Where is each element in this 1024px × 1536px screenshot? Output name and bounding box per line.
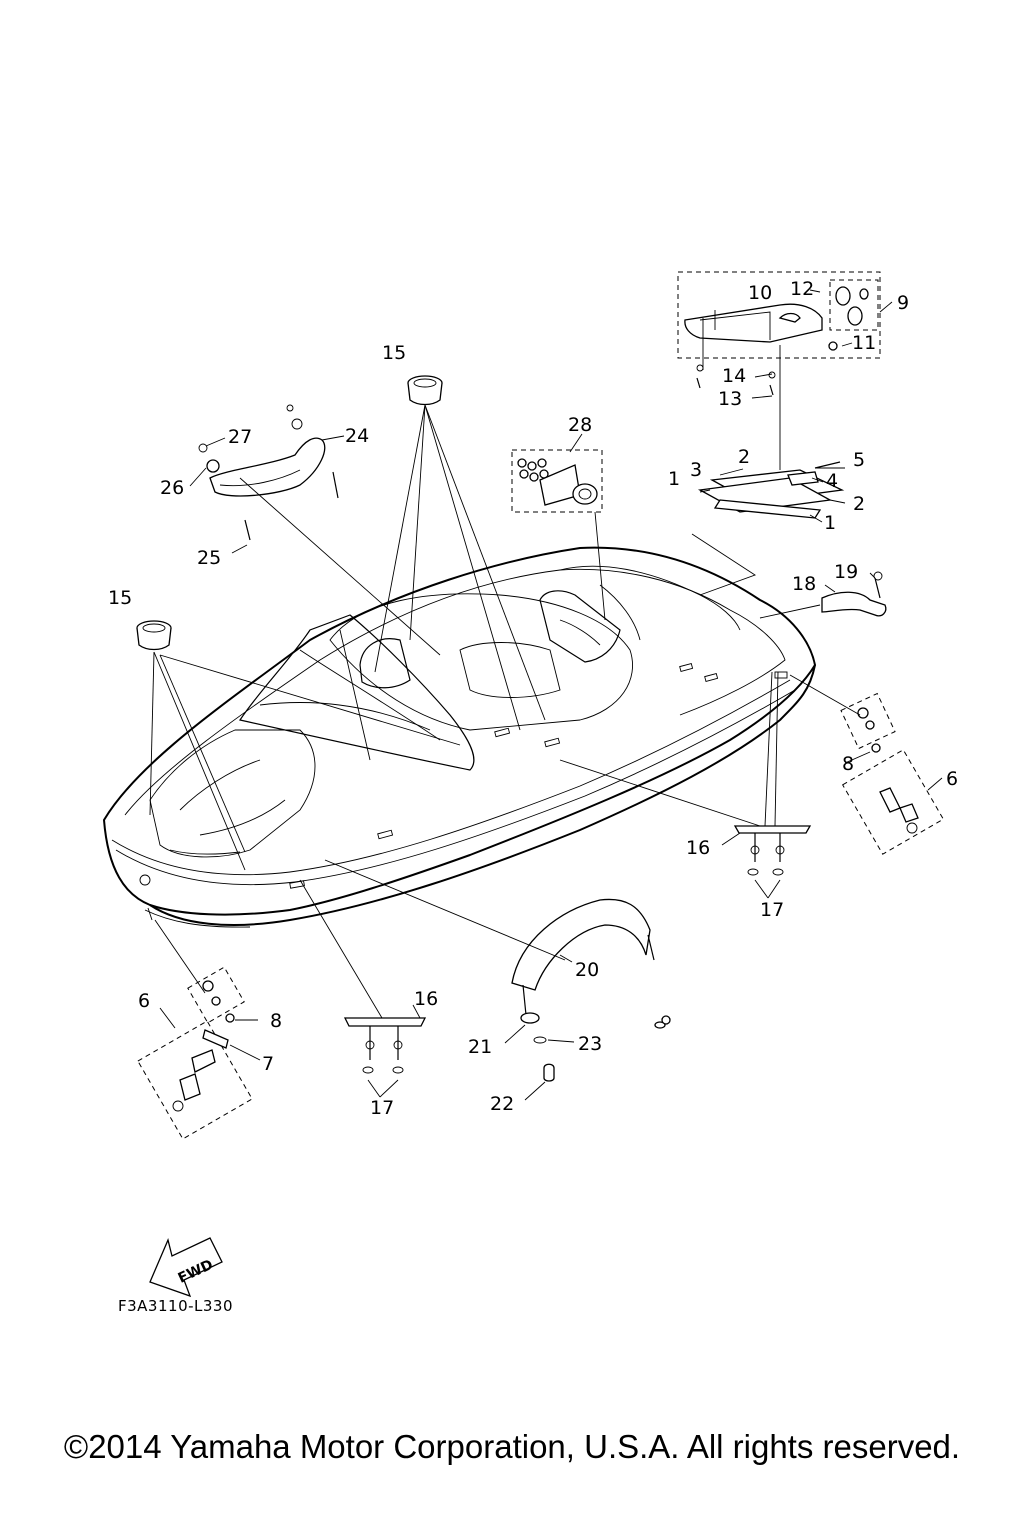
callout-20: 20 [575, 959, 599, 981]
bracket-assembly-box [677, 271, 881, 470]
callout-15-top: 15 [382, 342, 406, 364]
callout-9: 9 [897, 292, 909, 314]
callout-labels: 10 12 9 11 14 13 15 28 27 24 26 25 2 3 1… [108, 278, 958, 1119]
callout-4: 4 [826, 470, 838, 492]
callout-6-right: 6 [946, 768, 958, 790]
bracket-right [789, 674, 944, 855]
bolts-13-14 [696, 364, 776, 396]
callout-6-left: 6 [138, 990, 150, 1012]
callout-1-left: 1 [668, 468, 680, 490]
cleat-right [559, 671, 812, 876]
cup-holder-lower [136, 620, 172, 651]
callout-7: 7 [262, 1053, 274, 1075]
callout-25: 25 [197, 547, 221, 569]
callout-28: 28 [568, 414, 592, 436]
copyright-notice: ©2014 Yamaha Motor Corporation, U.S.A. A… [63, 1428, 961, 1465]
leader-lines [159, 289, 943, 1101]
callout-17-right: 17 [760, 899, 784, 921]
bracket-left [137, 919, 253, 1140]
callout-21: 21 [468, 1036, 492, 1058]
callout-13: 13 [718, 388, 742, 410]
callout-23: 23 [578, 1033, 602, 1055]
callout-12: 12 [790, 278, 814, 300]
cable-part-18 [759, 571, 887, 619]
callout-15-left: 15 [108, 587, 132, 609]
callout-10: 10 [748, 282, 772, 304]
callout-3: 3 [690, 459, 702, 481]
rail-assembly [691, 461, 845, 596]
callout-16-left: 16 [414, 988, 438, 1010]
tow-bar [324, 859, 671, 1082]
callout-1-right: 1 [824, 512, 836, 534]
fwd-arrow-icon: FWD [149, 1237, 223, 1298]
callout-14: 14 [722, 365, 746, 387]
boat-hull [102, 546, 817, 928]
diagram-code: F3A3110-L330 [118, 1297, 234, 1315]
cup-holder-upper [407, 375, 443, 406]
leader-lines-15 [149, 404, 546, 871]
callout-22: 22 [490, 1093, 514, 1115]
callout-26: 26 [160, 477, 184, 499]
callout-8-left: 8 [270, 1010, 282, 1032]
callout-2-right: 2 [853, 493, 865, 515]
callout-5: 5 [853, 449, 865, 471]
callout-11: 11 [852, 332, 876, 354]
callout-27: 27 [228, 426, 252, 448]
callout-24: 24 [345, 425, 369, 447]
callout-19: 19 [834, 561, 858, 583]
callout-2-top: 2 [738, 446, 750, 468]
callout-16-right: 16 [686, 837, 710, 859]
callout-17-left: 17 [370, 1097, 394, 1119]
callout-8-right: 8 [842, 753, 854, 775]
callout-18: 18 [792, 573, 816, 595]
drain-kit [511, 449, 606, 621]
cleat-left [299, 879, 427, 1074]
